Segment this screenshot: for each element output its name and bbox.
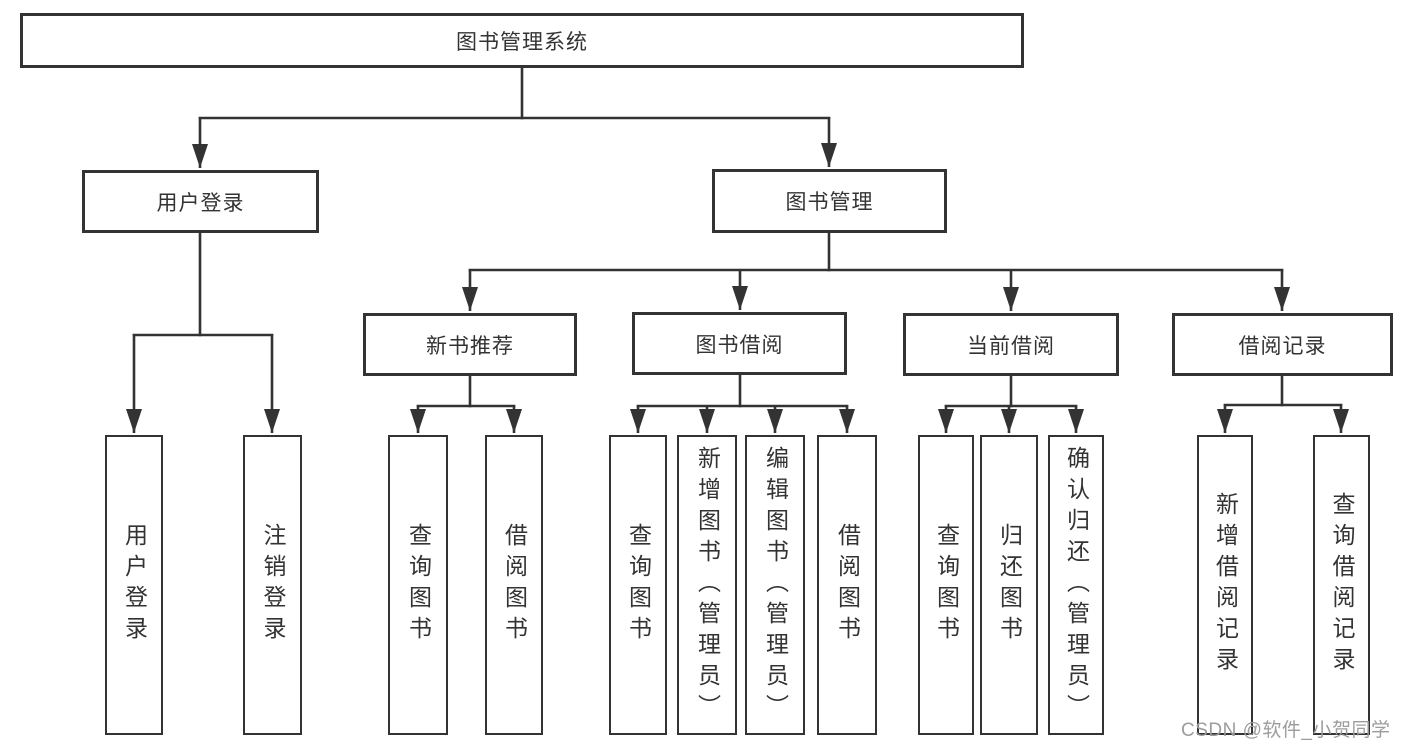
leaf-current-return-books: 归还图书 xyxy=(980,435,1038,735)
connector-borrow-records-to-leaves xyxy=(1217,375,1349,433)
leaf-logout: 注销登录 xyxy=(243,435,302,735)
node-root: 图书管理系统 xyxy=(20,13,1024,68)
leaf-borrow-query-books: 查询图书 xyxy=(609,435,667,735)
node-book-mgmt: 图书管理 xyxy=(712,169,947,233)
connector-new-book-rec-to-leaves xyxy=(410,375,522,433)
leaf-newbook-borrow-books: 借阅图书 xyxy=(485,435,543,735)
watermark: CSDN @软件_小贺同学 xyxy=(1181,720,1391,741)
leaf-borrow-edit-books-admin: 编辑图书（管理员） xyxy=(745,435,805,735)
node-user-login: 用户登录 xyxy=(82,170,319,233)
connector-current-borrow-to-leaves xyxy=(938,375,1084,433)
leaf-borrow-borrow-books: 借阅图书 xyxy=(817,435,877,735)
node-borrow-records: 借阅记录 xyxy=(1172,313,1393,376)
leaf-borrow-add-books-admin: 新增图书（管理员） xyxy=(677,435,737,735)
connector-book-mgmt-to-level2 xyxy=(462,232,1290,311)
leaf-user-login: 用户登录 xyxy=(105,435,163,735)
leaf-records-query-record: 查询借阅记录 xyxy=(1313,435,1370,735)
node-new-book-rec: 新书推荐 xyxy=(363,313,577,376)
connector-root-to-level1 xyxy=(192,66,837,168)
connector-book-borrow-to-leaves xyxy=(630,374,855,433)
leaf-current-confirm-return-admin: 确认归还（管理员） xyxy=(1048,435,1104,735)
leaf-current-query-books: 查询图书 xyxy=(918,435,974,735)
node-book-borrow: 图书借阅 xyxy=(632,312,847,375)
connector-user-login-to-leaves xyxy=(126,232,280,433)
node-current-borrow: 当前借阅 xyxy=(903,313,1119,376)
leaf-newbook-query-books: 查询图书 xyxy=(388,435,448,735)
leaf-records-add-record: 新增借阅记录 xyxy=(1197,435,1253,735)
